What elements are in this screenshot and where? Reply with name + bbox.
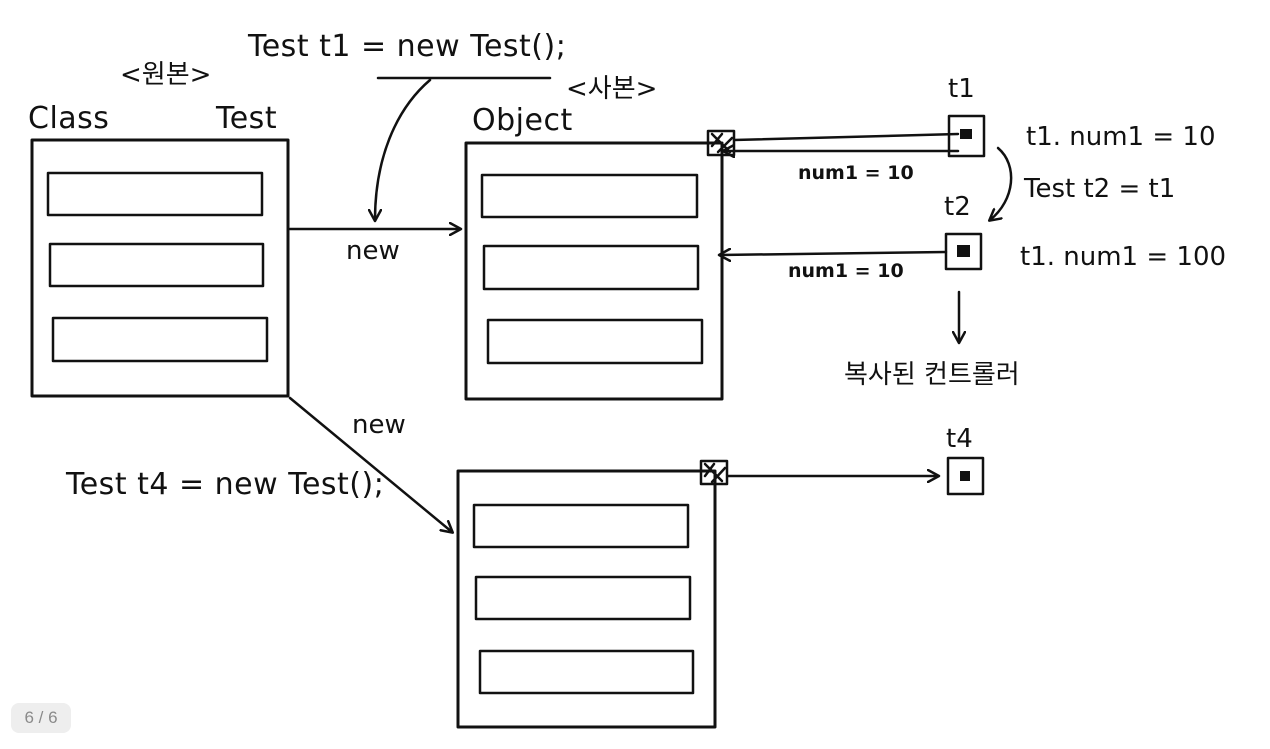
- copied-controller-label: 복사된 컨트롤러: [844, 360, 1020, 390]
- object-field-2: [482, 244, 700, 291]
- t2-label: t2: [944, 192, 971, 222]
- t4-object-field-2: [474, 575, 692, 621]
- class-label: Class: [28, 101, 110, 136]
- num1-label-top: num1 = 10: [798, 162, 914, 184]
- t1-label: t1: [948, 74, 975, 104]
- t2-reference-box: [944, 232, 983, 271]
- t1-reference-box: [947, 114, 986, 158]
- arrow-code-to-new: [375, 78, 432, 220]
- arrow-object-to-t1: [732, 132, 960, 142]
- object-box: [464, 129, 736, 401]
- code-t1: Test t1 = new Test();: [248, 29, 567, 64]
- t4-object-field-3: [478, 649, 695, 695]
- object-label: Object: [472, 103, 573, 138]
- class-field-1: [46, 171, 264, 217]
- class-box: [30, 138, 290, 398]
- t4-object-field-1: [472, 503, 690, 549]
- arrow-t1-to-t2: [990, 146, 1013, 220]
- object-field-3: [486, 318, 704, 365]
- new-label-1: new: [346, 236, 400, 266]
- copy-label: <사본>: [566, 74, 658, 104]
- code-t4: Test t4 = new Test();: [66, 467, 385, 502]
- object-field-1: [480, 173, 699, 219]
- class-field-3: [51, 316, 269, 363]
- num1-label-mid: num1 = 10: [788, 260, 904, 282]
- arrow-new-object-t4: [288, 396, 452, 532]
- code-assign-3: t1. num1 = 100: [1020, 242, 1227, 272]
- object-address-marker: [706, 129, 736, 157]
- code-assign-1: t1. num1 = 10: [1026, 122, 1216, 152]
- t4-object-address-marker: [699, 459, 729, 486]
- original-label: <원본>: [120, 60, 212, 90]
- class-field-2: [48, 242, 265, 288]
- object-box-t4: [456, 459, 729, 729]
- page-indicator: 6 / 6: [11, 703, 71, 733]
- code-assign-2: Test t2 = t1: [1024, 174, 1176, 204]
- new-label-2: new: [352, 410, 406, 440]
- t4-reference-box: [946, 456, 985, 496]
- arrow-t2-to-object: [720, 252, 948, 255]
- t4-label: t4: [946, 424, 973, 454]
- class-name-label: Test: [216, 101, 278, 136]
